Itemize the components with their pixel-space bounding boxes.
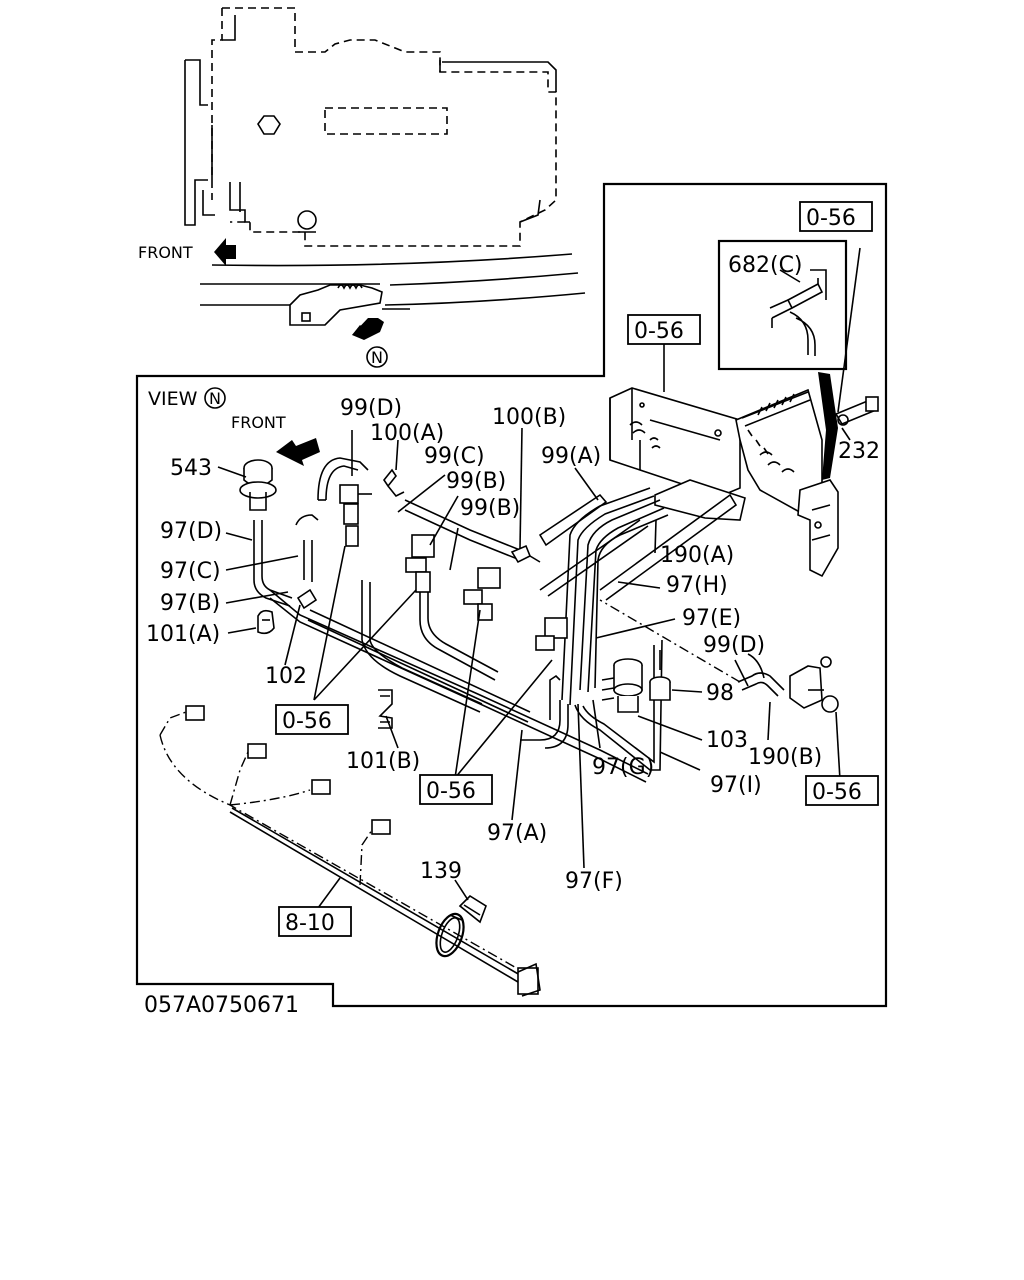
inset-682c [717,239,848,371]
callout-99a: 99(A) [541,444,601,469]
ref-box-7-text: 8-10 [285,911,335,936]
ref-box-7[interactable]: 8-10 [278,906,352,937]
ref-box-5-text: 0-56 [812,780,862,805]
ref-box-4-text: 0-56 [426,779,476,804]
view-title-text: VIEW [148,388,198,410]
ref-box-1-text: 0-56 [806,206,856,231]
front-label-view: FRONT [231,413,286,432]
callout-97b: 97(B) [160,591,220,616]
callout-100b: 100(B) [492,405,566,430]
view-marker-letter: N [371,348,383,367]
callout-labels: 682(C) 232 543 99(D) 100(A) 99(C) 99(B) … [146,253,880,894]
ref-box-3-text: 0-56 [282,709,332,734]
callout-97f: 97(F) [565,869,623,894]
callout-97e: 97(E) [682,606,741,631]
callout-190b: 190(B) [748,745,822,770]
callout-101a: 101(A) [146,622,220,647]
ref-box-2-text: 0-56 [634,319,684,344]
pipe-run [253,457,785,783]
engine-outline [184,7,557,247]
callout-97d: 97(D) [160,519,222,544]
view-frame [135,182,888,1008]
callout-102: 102 [265,664,307,689]
callout-682c: 682(C) [728,253,803,278]
front-arrow-view: FRONT [231,413,320,466]
components [239,459,839,729]
callout-97c: 97(C) [160,559,221,584]
callout-98: 98 [706,681,734,706]
ref-box-4[interactable]: 0-56 [419,774,493,805]
harness-lines [159,599,741,997]
bracket-assembly [609,372,879,578]
callout-543: 543 [170,456,212,481]
callout-97h: 97(H) [666,573,728,598]
callout-101b: 101(B) [346,749,420,774]
callout-99b-1: 99(B) [446,469,506,494]
front-arrow-top: FRONT [138,238,236,266]
view-marker-n: N [366,346,388,368]
leader-lines [217,247,861,909]
view-title: VIEW N [148,387,226,410]
ref-box-3[interactable]: 0-56 [275,704,349,735]
callout-99d-b: 99(D) [703,633,765,658]
ref-box-2[interactable]: 0-56 [627,314,701,345]
callout-99c: 99(C) [424,444,485,469]
callout-100a: 100(A) [370,421,444,446]
callout-97i: 97(I) [710,773,762,798]
view-title-letter: N [209,389,221,408]
callout-103: 103 [706,728,748,753]
chassis-rail [200,253,586,340]
callout-97g: 97(G) [592,755,654,780]
front-label-top: FRONT [138,243,193,262]
ref-box-5[interactable]: 0-56 [805,775,879,806]
callout-139: 139 [420,859,462,884]
callout-232: 232 [838,439,880,464]
callout-190a: 190(A) [660,543,734,568]
callout-99d-a: 99(D) [340,396,402,421]
image-code: 057A0750671 [144,993,299,1018]
callout-97a: 97(A) [487,821,547,846]
ref-box-1[interactable]: 0-56 [799,201,873,232]
callout-99b-2: 99(B) [460,496,520,521]
